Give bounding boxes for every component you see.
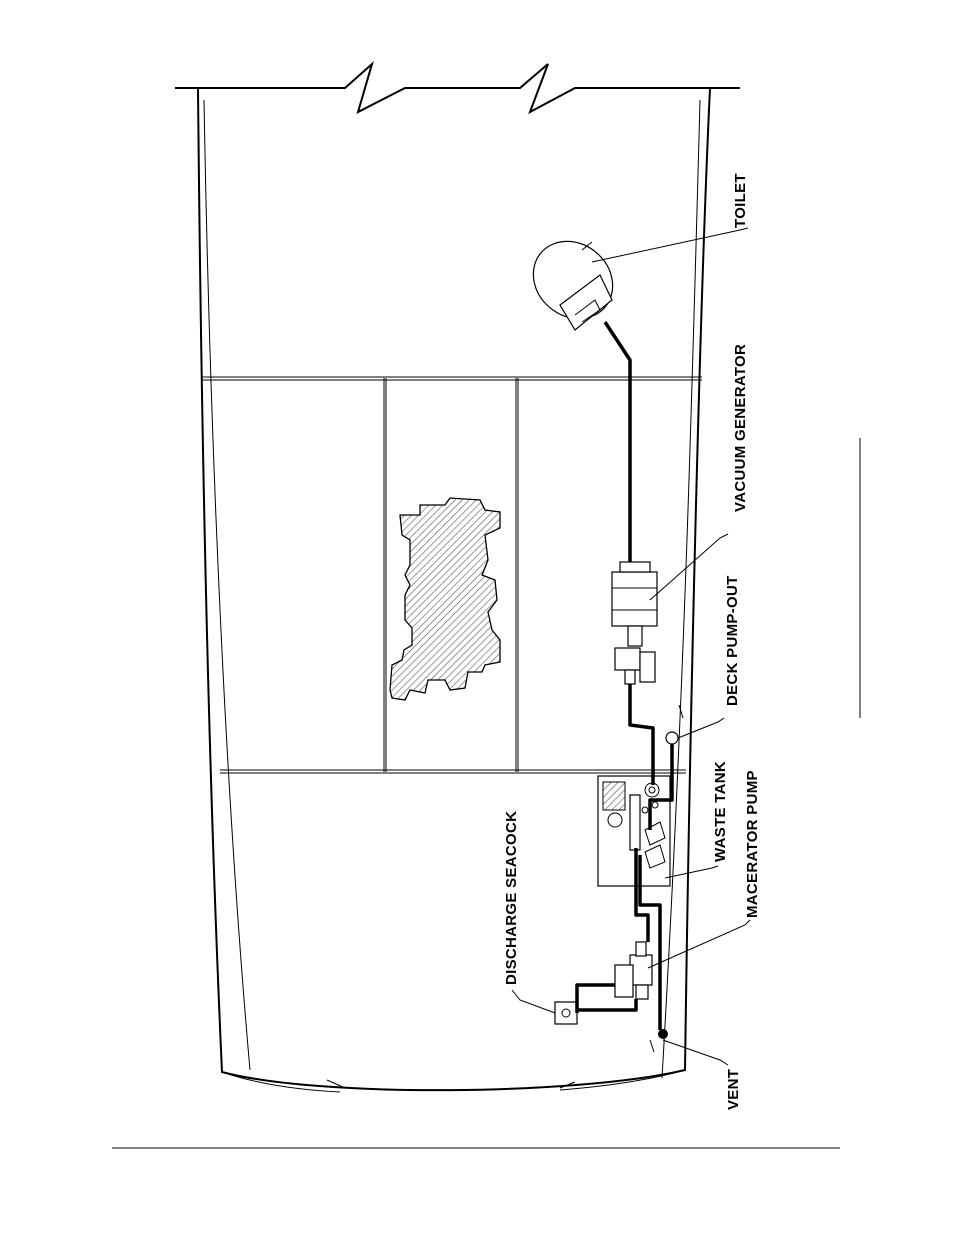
hull-outline	[197, 87, 711, 1093]
deck-pump-out	[665, 731, 679, 745]
break-line	[175, 60, 740, 115]
label-macerator-pump: MACERATOR PUMP	[744, 770, 761, 918]
toilet	[532, 240, 614, 331]
label-deck-pump-out: DECK PUMP-OUT	[724, 575, 741, 706]
waste-tank	[597, 775, 671, 887]
discharge-seacock	[554, 1001, 578, 1025]
vent-fitting	[658, 1029, 668, 1039]
vacuum-valve	[614, 647, 656, 685]
label-waste-tank: WASTE TANK	[712, 761, 729, 862]
piping	[575, 321, 674, 1030]
leader-lines	[511, 227, 751, 1066]
macerator-pump	[614, 941, 653, 1000]
vacuum-generator	[611, 561, 658, 647]
label-vent: VENT	[725, 1069, 742, 1110]
label-toilet: TOILET	[732, 173, 749, 228]
label-vacuum-generator: VACUUM GENERATOR	[732, 344, 749, 512]
engine-room-bulkheads	[201, 376, 702, 774]
label-discharge-seacock: DISCHARGE SEACOCK	[503, 811, 520, 985]
engine-outline	[389, 497, 501, 701]
